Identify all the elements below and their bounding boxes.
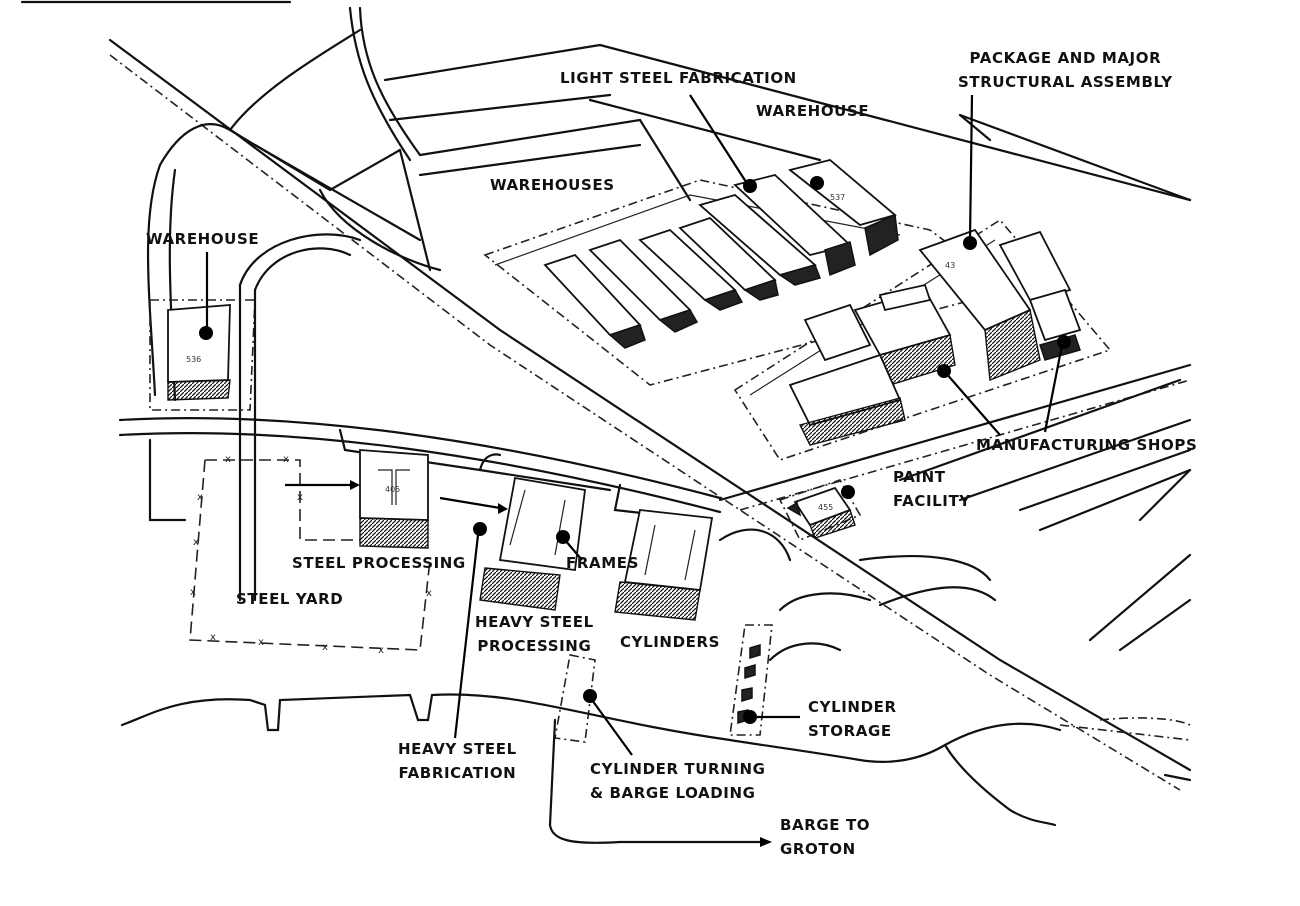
label-light-steel-fabrication: LIGHT STEEL FABRICATION — [560, 69, 797, 87]
marker-light-steel-fabrication — [743, 179, 757, 193]
light-steel-fabrication-building — [733, 174, 856, 277]
label-line: FABRICATION — [398, 764, 517, 782]
label-line: FACILITY — [893, 492, 971, 510]
fence-marker: x — [190, 587, 196, 598]
building-number-43: 43 — [945, 261, 955, 270]
marker-cylinder-storage — [743, 710, 757, 724]
main-highway — [108, 38, 1192, 791]
flow-arrowhead — [350, 480, 360, 490]
west-warehouse-building: 536 — [149, 233, 362, 602]
label-line: CYLINDER — [808, 698, 897, 716]
label-cylinders: CYLINDERS — [620, 633, 721, 651]
label-heavy-steel-fabrication: HEAVY STEEL FABRICATION — [398, 737, 517, 785]
manufacturing-complex: 43 — [733, 218, 1112, 461]
label-line: STRUCTURAL ASSEMBLY — [958, 73, 1173, 91]
cylinders-building — [614, 509, 714, 621]
building-number-537: 537 — [830, 193, 845, 202]
marker-package-assembly — [963, 236, 977, 250]
label-warehouse-left: WAREHOUSE — [146, 230, 260, 248]
label-line: HEAVY STEEL — [398, 740, 517, 758]
fence-marker: x — [225, 454, 231, 465]
fence-marker: x — [322, 642, 328, 653]
marker-cylinder-turning — [583, 689, 597, 703]
barge-loading-area — [548, 654, 772, 847]
building-number-405: 405 — [385, 485, 400, 494]
fence-marker: x — [210, 632, 216, 643]
label-warehouses: WAREHOUSES — [490, 176, 615, 194]
label-line: PAINT — [893, 468, 946, 486]
marker-heavy-steel-fabrication — [473, 522, 487, 536]
label-cylinder-turning: CYLINDER TURNING & BARGE LOADING — [590, 757, 766, 805]
marker-warehouse-537 — [810, 176, 824, 190]
warehouse-row — [543, 194, 821, 349]
label-line: BARGE TO — [780, 816, 871, 834]
barge-arrowhead — [760, 837, 772, 847]
label-line: HEAVY STEEL — [475, 613, 594, 631]
paint-facility-building: 455 — [778, 479, 862, 542]
marker-warehouse-536 — [199, 326, 213, 340]
fence-marker: x — [197, 492, 203, 503]
steel-processing-building: 405 — [359, 449, 429, 549]
fence-marker: x — [193, 537, 199, 548]
label-line: PROCESSING — [477, 637, 592, 655]
label-line: GROTON — [780, 840, 856, 858]
label-manufacturing-shops: MANUFACTURING SHOPS — [976, 436, 1198, 454]
warehouses-block: 537 — [483, 159, 1012, 386]
fence-marker: x — [378, 645, 384, 656]
label-package-assembly: PACKAGE AND MAJOR STRUCTURAL ASSEMBLY — [958, 46, 1173, 94]
label-cylinder-storage: CYLINDER STORAGE — [808, 695, 897, 743]
east-roads — [718, 363, 1192, 662]
fence-marker: x — [297, 492, 303, 503]
label-line: STORAGE — [808, 722, 892, 740]
label-frames: FRAMES — [566, 554, 639, 572]
callout-leaders — [199, 94, 1071, 756]
label-steel-yard: STEEL YARD — [236, 590, 344, 608]
marker-manufacturing-shop-1 — [937, 364, 951, 378]
label-steel-processing: STEEL PROCESSING — [292, 554, 466, 572]
label-line: PACKAGE AND MAJOR — [969, 49, 1162, 67]
flow-arrow — [439, 496, 501, 510]
fence-marker: x — [426, 588, 432, 599]
building-number-536: 536 — [186, 355, 201, 364]
flow-arrowhead — [498, 503, 508, 514]
label-barge-to-groton: BARGE TO GROTON — [780, 813, 870, 861]
marker-manufacturing-shop-2 — [1057, 335, 1071, 349]
marker-paint-facility — [841, 485, 855, 499]
fence-marker: x — [283, 454, 289, 465]
upper-road-network — [146, 6, 1192, 402]
heavy-steel-processing-building — [479, 476, 586, 611]
fence-marker: x — [258, 637, 264, 648]
building-number-455: 455 — [818, 503, 833, 512]
steel-yard: x x x x x x x x x x x — [189, 454, 508, 656]
label-heavy-steel-processing: HEAVY STEEL PROCESSING — [475, 610, 594, 658]
shoreline — [120, 693, 1192, 827]
label-warehouse-top: WAREHOUSE — [756, 102, 870, 120]
label-line: CYLINDER TURNING — [590, 760, 766, 778]
label-paint-facility: PAINT FACILITY — [893, 465, 971, 513]
label-line: & BARGE LOADING — [590, 784, 756, 802]
